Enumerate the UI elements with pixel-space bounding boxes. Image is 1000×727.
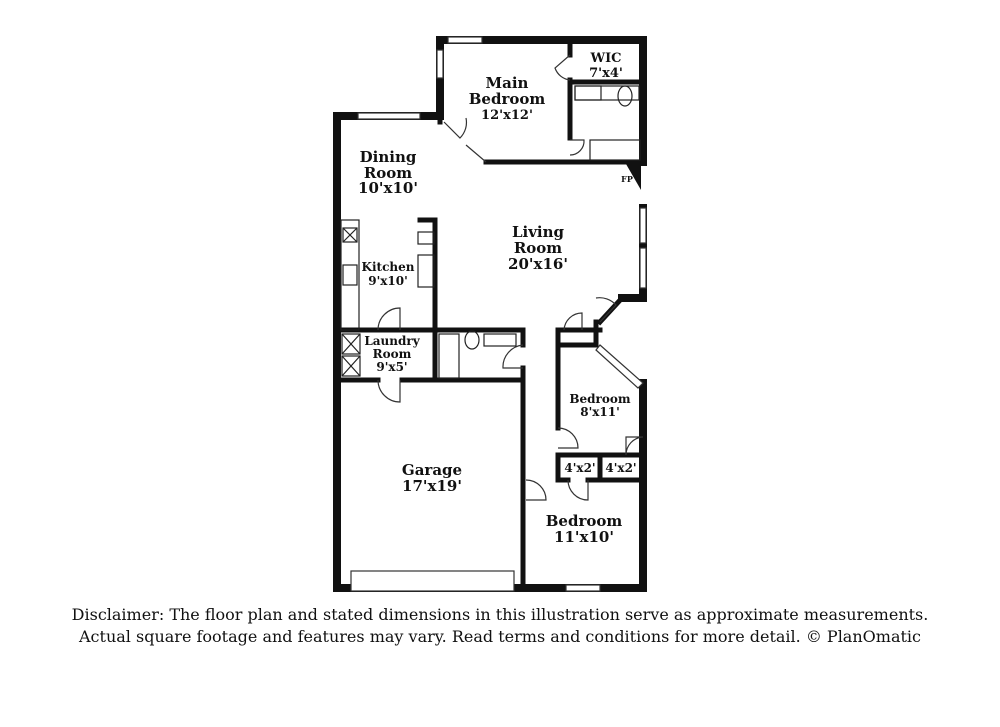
- closet-left-dims: 4'x2': [564, 461, 595, 475]
- garage-dims: 17'x19': [402, 477, 462, 495]
- kitchen-counter: [340, 219, 360, 331]
- living-room-name-1: Living: [512, 223, 565, 241]
- washer: [341, 333, 361, 355]
- window-main-bedroom-side: [436, 49, 444, 79]
- door-wic: [554, 54, 571, 81]
- main-bath-toilet: [617, 85, 633, 107]
- kitchen-sink: [417, 254, 435, 288]
- main-bedroom-name-1: Main: [486, 74, 529, 92]
- door-laundry-top: [377, 307, 401, 331]
- wic-name: WIC: [589, 51, 621, 66]
- main-bath-tub: [589, 139, 641, 161]
- door-hall-bath: [502, 344, 524, 369]
- door-closet-right: [625, 436, 644, 456]
- dryer: [341, 355, 361, 377]
- living-room-dims: 20'x16': [508, 255, 568, 273]
- room-labels: Main Bedroom 12'x12' WIC 7'x4' Dining Ro…: [358, 51, 637, 546]
- door-hall-top: [563, 312, 583, 331]
- fixtures: [340, 85, 641, 379]
- window-bay: [595, 344, 644, 389]
- bedroom-small-name: Bedroom: [569, 392, 630, 406]
- window-living-upper: [639, 207, 647, 244]
- disclaimer-line-2: Actual square footage and features may v…: [79, 627, 921, 646]
- door-main-bedroom: [465, 144, 487, 163]
- laundry-room-dims: 9'x5': [376, 360, 407, 374]
- bedroom-large-dims: 11'x10': [554, 528, 614, 546]
- garage-door: [350, 570, 515, 592]
- door-living-corner: [595, 297, 617, 323]
- door-closet-left: [567, 479, 589, 501]
- door-bath: [569, 139, 585, 156]
- dining-room-dims: 10'x10': [358, 179, 418, 197]
- dining-room-name-1: Dining: [360, 148, 417, 166]
- garage-name: Garage: [402, 461, 462, 479]
- bedroom-large-name: Bedroom: [546, 512, 623, 530]
- laundry-room-name-2: Room: [373, 347, 412, 361]
- kitchen-range: [342, 264, 358, 286]
- main-bath-vanity: [574, 85, 640, 101]
- disclaimer-line-1: Disclaimer: The floor plan and stated di…: [71, 605, 929, 624]
- door-bedroom-large: [525, 479, 547, 501]
- floor-plan: Main Bedroom 12'x12' WIC 7'x4' Dining Ro…: [333, 36, 647, 592]
- hall-bath-sink: [483, 333, 517, 347]
- interior-walls: [334, 39, 646, 591]
- door-laundry-garage: [377, 379, 401, 403]
- windows: [350, 36, 647, 592]
- dining-room-name-2: Room: [364, 164, 412, 182]
- disclaimer: Disclaimer: The floor plan and stated di…: [0, 604, 1000, 648]
- hall-bath-tub: [438, 333, 460, 379]
- bedroom-small-dims: 8'x11': [580, 405, 620, 419]
- main-bedroom-name-2: Bedroom: [469, 90, 546, 108]
- main-bath-sink: [574, 85, 602, 101]
- window-dining: [357, 112, 421, 120]
- kitchen-fridge: [417, 231, 435, 245]
- fireplace-label: FP: [621, 174, 633, 184]
- door-bedroom-small: [557, 427, 579, 449]
- main-bedroom-dims: 12'x12': [481, 108, 533, 123]
- window-living-lower: [639, 247, 647, 289]
- kitchen-name: Kitchen: [362, 260, 415, 274]
- living-room-name-2: Room: [514, 239, 562, 257]
- hall-bath-toilet: [464, 330, 480, 350]
- kitchen-dims: 9'x10': [368, 274, 408, 288]
- window-main-bedroom-top: [447, 36, 483, 44]
- doors: [377, 54, 644, 501]
- wic-dims: 7'x4': [589, 66, 623, 81]
- laundry-room-name-1: Laundry: [364, 334, 420, 348]
- window-bedroom-bottom: [565, 584, 601, 592]
- door-dining-main: [443, 117, 468, 139]
- kitchen-stove: [342, 227, 358, 243]
- closet-right-dims: 4'x2': [605, 461, 636, 475]
